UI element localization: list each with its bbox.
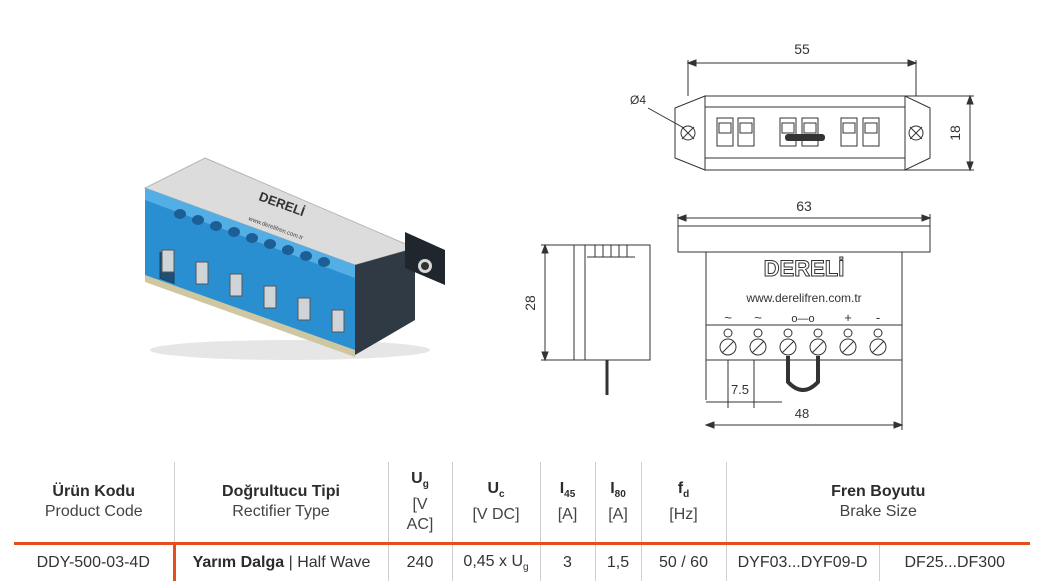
spec-table: Ürün Kodu Product Code Doğrultucu Tipi R… — [14, 462, 1030, 581]
brake-size-b: DF25...DF300 — [904, 554, 1005, 571]
top-height-dim: 18 — [947, 125, 963, 141]
cell-brake-size: DYF03...DYF09-D DF25...DF300 — [725, 543, 1030, 581]
header-rectifier-type: Doğrultucu Tipi Rectifier Type — [173, 462, 388, 544]
cell-rectifier-type: Yarım Dalga | Half Wave — [172, 543, 388, 581]
header-brake-size: Fren Boyutu Brake Size — [725, 462, 1030, 544]
top-width-dim: 55 — [794, 41, 810, 57]
cell-uc: 0,45 x Ug — [451, 543, 540, 581]
header-i45: I45 [A] — [539, 462, 595, 544]
table-row: DDY-500-03-4D Yarım Dalga | Half Wave 24… — [14, 543, 1030, 581]
cell-i45: 3 — [539, 543, 595, 581]
header-fd: fd [Hz] — [640, 462, 726, 544]
terminal-symbol-5: - — [876, 310, 880, 325]
terminal-symbol-3: o—o — [791, 313, 814, 325]
pitch-dim: 7.5 — [731, 382, 749, 397]
table-header-row: Ürün Kodu Product Code Doğrultucu Tipi R… — [14, 462, 1030, 544]
cell-ug: 240 — [387, 543, 452, 581]
front-view-drawing: DERELİ www.derelifren.com.tr ~ ~ o—o + -… — [676, 198, 932, 430]
cell-fd: 50 / 60 — [640, 543, 726, 581]
body-width-dim: 48 — [795, 406, 809, 421]
side-view-drawing: 28 — [522, 243, 651, 395]
top-view-drawing: 55 Ø4 18 — [630, 41, 974, 172]
front-logo: DERELİ — [764, 256, 845, 281]
hole-dim: Ø4 — [630, 93, 646, 107]
cell-product-code: DDY-500-03-4D — [36, 554, 150, 571]
header-product-code: Ürün Kodu Product Code — [44, 483, 143, 520]
front-website: www.derelifren.com.tr — [745, 291, 861, 305]
cell-i80: 1,5 — [594, 543, 641, 581]
side-height-dim: 28 — [522, 295, 538, 311]
brake-size-a: DYF03...DYF09-D — [727, 545, 880, 581]
terminal-symbol-2: ~ — [754, 310, 762, 325]
header-ug: Ug [V AC] — [387, 462, 452, 544]
photo-terminals — [161, 209, 345, 333]
front-width-dim: 63 — [796, 198, 812, 214]
header-i80: I80 [A] — [594, 462, 641, 544]
header-uc: Uc [V DC] — [451, 462, 540, 544]
terminal-symbol-4: + — [844, 310, 852, 325]
terminal-symbol-1: ~ — [724, 310, 732, 325]
